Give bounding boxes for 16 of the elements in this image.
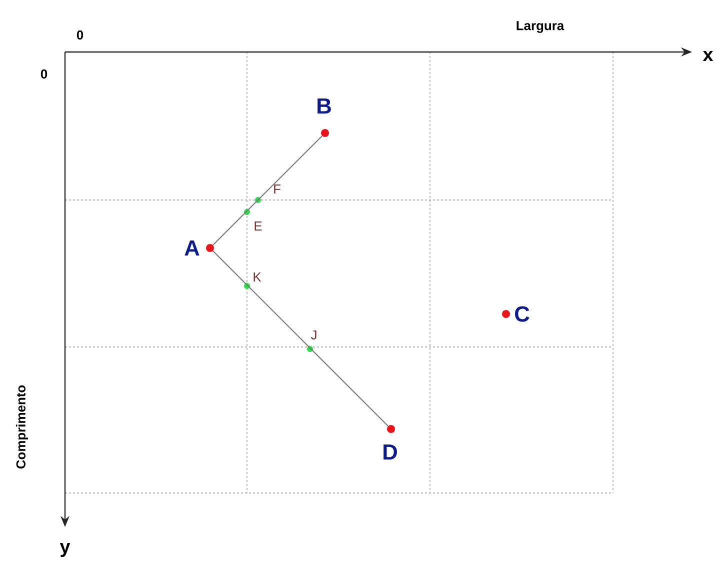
point-label: D [384, 444, 397, 460]
axis-label: Largura [516, 21, 564, 33]
point-label: J [310, 330, 316, 340]
point-label: K [254, 272, 262, 282]
axis-label: 0 [40, 69, 48, 79]
line-segment [212, 250, 388, 426]
axis-label: x [702, 51, 714, 61]
point-label: A [184, 240, 200, 256]
line-segment [212, 136, 322, 246]
point-label: F [274, 184, 280, 194]
axis-label: y [60, 543, 70, 557]
axis-label: 0 [76, 30, 84, 40]
point-label: E [254, 222, 262, 230]
point-label: B [318, 98, 331, 114]
axis-label: Comprimento [16, 385, 28, 469]
point-label: C [515, 306, 530, 322]
